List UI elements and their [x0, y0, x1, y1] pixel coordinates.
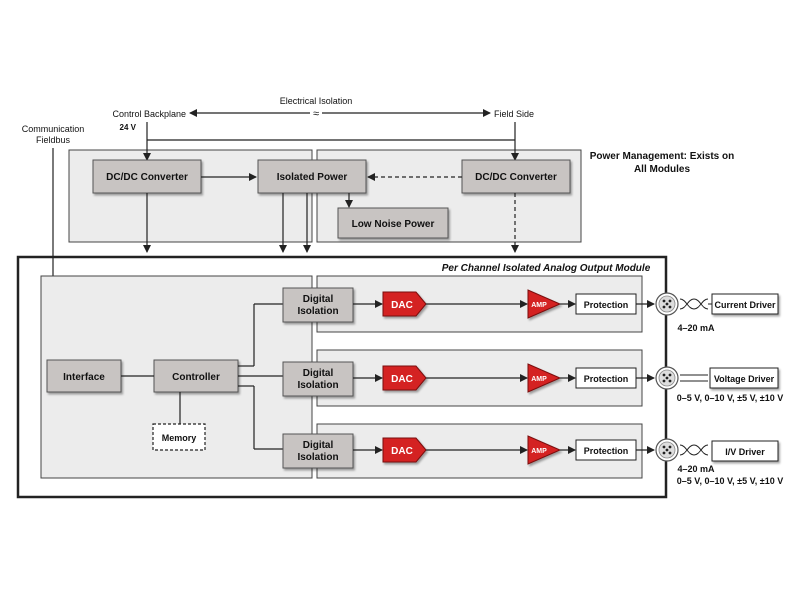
connector-icon-2 — [655, 366, 679, 390]
dac-block-3 — [382, 437, 427, 463]
communication-label: Communication — [22, 124, 85, 134]
protection-label-1: Protection — [584, 300, 629, 310]
channel-2: Digital Isolation DAC AMP Protection — [282, 361, 655, 397]
power-management-title-line2: All Modules — [634, 164, 691, 175]
memory-label: Memory — [162, 433, 197, 443]
amp-block-2 — [527, 363, 562, 393]
iv-driver-label: I/V Driver — [725, 447, 765, 457]
memory-block: Memory — [152, 423, 206, 451]
voltage-driver-box: Voltage Driver — [709, 367, 779, 389]
twisted-pair-icon-3 — [679, 444, 709, 456]
field-side-label: Field Side — [494, 109, 534, 119]
digital-isolation-label-2a: Digital — [303, 368, 334, 379]
electrical-isolation-label: Electrical Isolation — [280, 96, 353, 106]
dac-label-1: DAC — [391, 300, 413, 311]
channel-3-range-current: 4–20 mA — [677, 464, 715, 474]
module-title: Per Channel Isolated Analog Output Modul… — [442, 263, 651, 274]
amp-label-1: AMP — [531, 302, 547, 309]
amp-block-3 — [527, 435, 562, 465]
dcdc-converter-right-block: DC/DC Converter — [461, 159, 571, 194]
connector-icon-3 — [655, 438, 679, 462]
low-noise-power-block: Low Noise Power — [337, 207, 449, 239]
digital-isolation-block-3 — [282, 433, 354, 469]
interface-block: Interface — [46, 359, 122, 393]
low-noise-power-label: Low Noise Power — [352, 219, 435, 230]
current-driver-box: Current Driver — [711, 293, 779, 315]
fieldbus-label: Fieldbus — [36, 135, 71, 145]
interface-label: Interface — [63, 372, 105, 383]
protection-label-3: Protection — [584, 446, 629, 456]
amp-label-2: AMP — [531, 376, 547, 383]
voltage-driver-label: Voltage Driver — [714, 374, 775, 384]
channel-1: Digital Isolation DAC AMP Protection — [282, 287, 655, 323]
channel-1-range: 4–20 mA — [677, 323, 715, 333]
dac-label-2: DAC — [391, 374, 413, 385]
channel-3-range-voltage: 0–5 V, 0–10 V, ±5 V, ±10 V — [677, 476, 783, 486]
digital-isolation-block-2 — [282, 361, 354, 397]
channel-2-range: 0–5 V, 0–10 V, ±5 V, ±10 V — [677, 393, 783, 403]
dac-label-3: DAC — [391, 446, 413, 457]
protection-label-2: Protection — [584, 374, 629, 384]
controller-block: Controller — [153, 359, 239, 393]
current-driver-label: Current Driver — [714, 300, 776, 310]
controller-label: Controller — [172, 372, 220, 383]
amp-label-3: AMP — [531, 448, 547, 455]
dac-block-2 — [382, 365, 427, 391]
channel-3: Digital Isolation DAC AMP Protection — [282, 433, 655, 469]
dac-block-1 — [382, 291, 427, 317]
connector-icon-1 — [655, 292, 679, 316]
wire-pair-icon-2 — [680, 374, 708, 382]
isolated-power-block: Isolated Power — [257, 159, 367, 194]
digital-isolation-label-3b: Isolation — [297, 452, 338, 463]
isolation-break-symbol: ≈ — [313, 108, 319, 120]
power-management-title-line1: Power Management: Exists on — [590, 151, 734, 162]
digital-isolation-label-1b: Isolation — [297, 306, 338, 317]
isolated-power-label: Isolated Power — [277, 172, 348, 183]
control-backplane-label: Control Backplane — [112, 109, 186, 119]
voltage-24v-label: 24 V — [120, 123, 137, 132]
dcdc-converter-left-label: DC/DC Converter — [106, 172, 188, 183]
dcdc-converter-right-label: DC/DC Converter — [475, 172, 557, 183]
digital-isolation-label-1a: Digital — [303, 294, 334, 305]
iv-driver-box: I/V Driver — [711, 440, 779, 462]
digital-isolation-block-1 — [282, 287, 354, 323]
amp-block-1 — [527, 289, 562, 319]
digital-isolation-label-3a: Digital — [303, 440, 334, 451]
digital-isolation-label-2b: Isolation — [297, 380, 338, 391]
twisted-pair-icon-1 — [679, 298, 709, 310]
dcdc-converter-left-block: DC/DC Converter — [92, 159, 202, 194]
